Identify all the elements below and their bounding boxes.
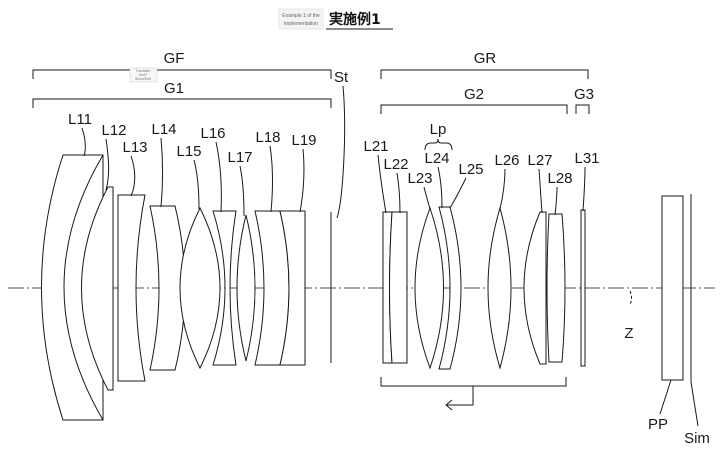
gf-bracket: [32, 69, 332, 79]
z-leader: [629, 290, 632, 306]
label-l26: L26: [494, 152, 519, 169]
lens-l23: [414, 206, 444, 370]
leader-l22: [396, 172, 401, 214]
leader-l14: [160, 137, 163, 208]
sim-label: Sim: [684, 430, 710, 447]
leader-l15: [193, 159, 200, 210]
lens-l24-l25: [438, 206, 462, 370]
label-l17: L17: [227, 149, 252, 166]
g2-bracket: [380, 104, 568, 114]
label-l22: L22: [383, 156, 408, 173]
gr-label: GR: [474, 50, 497, 67]
leader-l21: [377, 154, 387, 214]
caption-line-1: Example 1 of the: [282, 13, 320, 19]
label-l23: L23: [407, 170, 432, 187]
g3-bracket: [575, 104, 590, 114]
leader-l19: [299, 148, 305, 213]
leader-l12: [105, 138, 110, 191]
figure-title: 実施例1: [329, 11, 381, 28]
leader-l11: [81, 127, 86, 157]
leader-l13: [130, 155, 136, 197]
translate-stamp: Translate text? Show/Edit: [129, 67, 158, 83]
label-l11: L11: [68, 111, 92, 128]
leader-l16: [215, 141, 222, 213]
leader-l18: [269, 145, 273, 213]
stamp-line-3: Show/Edit: [135, 77, 151, 81]
lens-l11-rear-surface: [63, 154, 104, 421]
pp-leader: [659, 379, 672, 415]
g1-label: G1: [164, 80, 184, 97]
lens-l16: [212, 210, 237, 366]
lens-l28: [546, 213, 566, 363]
focus-arrow-shaft: [447, 386, 474, 406]
label-l25: L25: [458, 161, 483, 178]
g2-label: G2: [464, 86, 484, 103]
focus-arrow-head: [445, 399, 453, 411]
leader-l25: [449, 177, 467, 209]
label-l19: L19: [291, 132, 316, 149]
caption-line-2: implementation: [284, 21, 318, 27]
stop-label: St: [334, 69, 349, 86]
label-l28: L28: [547, 170, 572, 187]
lens-l22: [389, 211, 408, 364]
lens-l17: [236, 214, 256, 362]
label-l16: L16: [200, 125, 225, 142]
sim-leader: [690, 381, 699, 427]
label-l15: L15: [176, 143, 201, 160]
lp-brace: [424, 138, 453, 151]
lens-l15: [179, 206, 221, 370]
leader-l31: [582, 166, 586, 212]
stamp-line-1: Translate: [136, 69, 151, 73]
lens-l26: [487, 206, 512, 370]
label-lp: Lp: [430, 121, 447, 138]
gr-bracket: [380, 69, 589, 79]
stamp-line-2: text?: [139, 73, 147, 77]
lens-l27: [523, 211, 547, 365]
label-l18: L18: [255, 129, 280, 146]
leader-l26: [499, 168, 506, 210]
lens-l31: [580, 209, 586, 367]
leader-l27: [538, 168, 543, 214]
label-l13: L13: [122, 139, 147, 156]
label-l31: L31: [574, 150, 599, 167]
g1-bracket: [32, 98, 332, 108]
lens-l14: [149, 205, 186, 371]
leader-l23: [423, 186, 431, 210]
lens-l19: [279, 210, 306, 366]
gf-label: GF: [164, 50, 185, 67]
leader-l24: [437, 166, 443, 209]
leader-l28: [554, 186, 558, 216]
plate-pp: [661, 195, 684, 381]
lens-l12: [81, 186, 114, 391]
label-l14: L14: [151, 121, 176, 138]
pp-label: PP: [648, 416, 668, 433]
label-l27: L27: [527, 152, 552, 169]
label-l24: L24: [424, 150, 449, 167]
g3-label: G3: [574, 86, 594, 103]
label-l21: L21: [363, 138, 388, 155]
leader-l17: [239, 165, 245, 217]
z-label: Z: [624, 325, 633, 342]
stop-leader: [336, 85, 346, 219]
lens-l11: [41, 154, 104, 421]
label-l12: L12: [101, 122, 126, 139]
caption-box: [278, 8, 324, 30]
focus-group-bracket: [380, 377, 567, 387]
lens-l13: [117, 194, 146, 382]
